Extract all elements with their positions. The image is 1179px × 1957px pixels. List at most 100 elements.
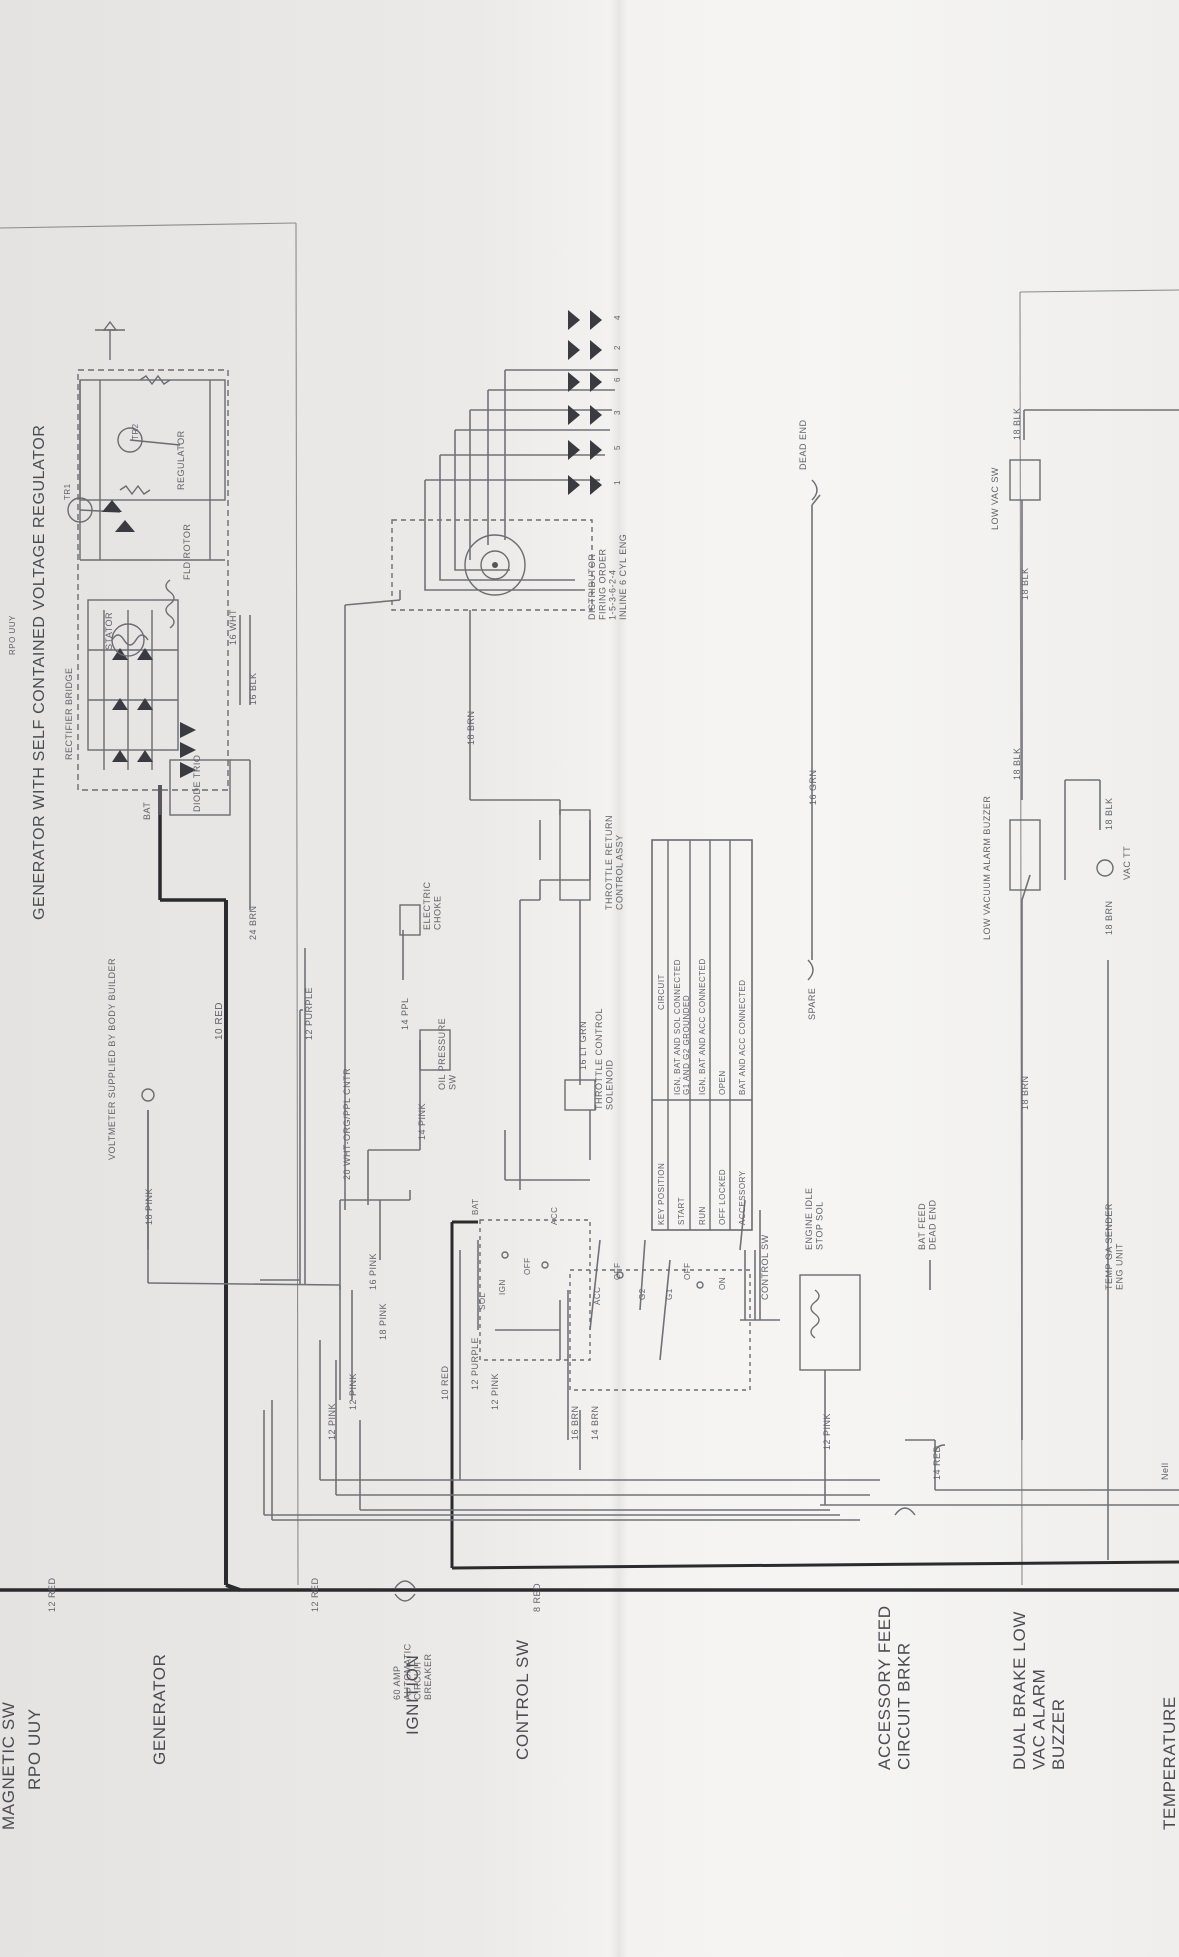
wire-labels: 12 RED 12 RED 8 RED 10 RED 10 RED 24 BRN… [47,407,1114,1612]
tr2-label: TR2 [131,423,140,440]
engine-idle-label: ENGINE IDLESTOP SOL [804,1187,824,1250]
switch-label-off2: OFF [613,1263,622,1281]
plug-number-1: 1 [613,480,622,485]
voltmeter-icon [141,1088,155,1102]
wire-16-blk: 16 BLK [248,672,258,705]
wire-12-pink-d: 12 PINK [822,1413,832,1450]
key-table-text: KEY POSITION CIRCUIT START IGN, BAT AND … [657,958,747,1225]
key-table-header-position: KEY POSITION [657,1163,666,1225]
wire-18-pink-b: 18 PINK [378,1303,388,1340]
switch-label-sol: SOL [478,1292,487,1310]
vac-tt-indicator [1096,859,1114,877]
wire-12-pink-c: 12 PINK [490,1373,500,1410]
wire-runs [147,409,1179,1560]
section-label-generator: GENERATOR [150,1653,169,1765]
plug-number-3: 3 [613,410,622,415]
bat-label: BAT [142,802,152,820]
wire-16-grn: 16 GRN [808,769,818,805]
spark-plug-6 [568,372,602,392]
key-table-row-start: START [677,1197,686,1225]
fld-rotor-label: FLD ROTOR [182,524,192,580]
section-label-top-fragment: MAGNETIC SW [0,1702,18,1830]
temp-sender-label: TEMP GA SENDERENG UNIT [1104,1203,1124,1290]
vac-tt-label: VAC TT [1122,846,1132,880]
plug-number-4: 4 [613,315,622,320]
key-table-row-start-circuit: IGN, BAT AND SOL CONNECTEDG1 AND G2 GROU… [673,959,691,1095]
throttle-return-label: THROTTLE RETURNCONTROL ASSY [604,815,624,910]
section-label-rpo: RPO UUY [25,1708,44,1790]
low-vac-sw-label: LOW VAC SW [990,467,1000,530]
rectifier-label: RECTIFIER BRIDGE [64,667,74,760]
generator-title: GENERATOR WITH SELF CONTAINED VOLTAGE RE… [31,424,48,920]
control-switch [479,1219,751,1391]
distributor-label: DISTRIBUTORFIRING ORDER1-5-3-6-2-4INLINE… [587,534,628,620]
stator-label: STATOR [104,612,114,650]
circuit-breaker-arc [394,1593,416,1602]
switch-label-acc: ACC [550,1207,559,1225]
spark-plug-5 [568,440,602,460]
wire-16-lt-grn: 16 LT GRN [578,1021,588,1070]
wire-16-pink: 16 PINK [368,1253,378,1290]
wire-12-red-a: 12 RED [47,1577,57,1612]
plug-numbers: 1 5 3 6 2 4 [613,315,622,485]
wire-8-red: 8 RED [532,1583,542,1612]
diode-trio-label: DIODE TRIO [192,755,202,812]
wire-14-pink: 14 PINK [417,1103,427,1140]
wire-18-pink: 18 PINK [144,1188,154,1225]
wire-12-pink-a: 12 PINK [327,1403,337,1440]
bat-feed-label: BAT FEEDDEAD END [917,1199,937,1250]
spark-plug-3 [568,405,602,425]
throttle-return-control [559,809,591,901]
engine-idle-stop-solenoid [799,1274,861,1371]
circuit-breaker-label: 60 AMPAUTOMATICCIRCUITBREAKER [392,1643,433,1700]
switch-label-off: OFF [523,1258,532,1276]
plug-number-2: 2 [613,345,622,350]
switch-label-acc2: ACC [593,1287,602,1305]
throttle-control-solenoid [564,1079,596,1111]
voltmeter-label: VOLTMETER SUPPLIED BY BODY BUILDER [107,958,117,1160]
generator-regulator-block [67,320,231,816]
wire-24-brn: 24 BRN [248,905,258,940]
wire-12-red-b: 12 RED [310,1577,320,1612]
key-table-row-run: RUN [698,1206,707,1225]
component-labels: VOLTMETER SUPPLIED BY BODY BUILDER OIL P… [107,419,1170,1480]
wire-18-blk-a: 18 BLK [1020,567,1030,600]
wire-10-red-b: 10 RED [440,1365,450,1400]
low-vac-switch [1009,459,1041,501]
switch-label-off3: OFF [683,1263,692,1281]
control-sw-label: CONTROL SW [760,1234,770,1300]
wire-12-purple-b: 12 PURPLE [470,1337,480,1390]
plug-number-5: 5 [613,445,622,450]
section-label-accessory-feed: ACCESSORY FEEDCIRCUIT BRKR [875,1605,914,1770]
switch-label-on: ON [718,1277,727,1290]
wire-18-brn-c: 18 BRN [1104,900,1114,935]
wire-18-blk-b: 18 BLK [1012,407,1022,440]
wire-18-brn-b: 18 BRN [1020,1075,1030,1110]
dead-end-terminal [811,479,818,501]
main-power-bus [0,785,1179,1592]
wire-20-wht-org: 20 WHT-ORG/PPL CNTR [342,1068,352,1180]
throttle-solenoid-label: THROTTLE CONTROLSOLENOID [594,1008,614,1110]
rpo-uuy-tag: RPO UUY [8,615,17,655]
wire-18-blk-d: 18 BLK [1012,747,1022,780]
switch-label-bat: BAT [471,1199,480,1215]
wire-18-brn: 18 BRN [466,710,476,745]
spark-plug-1 [568,475,602,495]
solenoid-coil [810,1289,820,1339]
wire-16-brn: 16 BRN [570,1405,580,1440]
wire-14-brn: 14 BRN [590,1405,600,1440]
key-table-row-off: OFF LOCKED [718,1169,727,1225]
low-vac-buzzer-label: LOW VACUUM ALARM BUZZER [982,796,992,940]
plug-number-6: 6 [613,377,622,382]
wire-14-red: 14 RED [932,1445,942,1480]
accessory-breaker [894,1507,916,1516]
switch-label-g2: G2 [638,1288,647,1300]
oil-pressure-label: OIL PRESSURESW [437,1018,457,1090]
electric-choke [399,904,421,936]
wire-14-ppl: 14 PPL [400,997,410,1030]
section-label-dual-brake: DUAL BRAKE LOWVAC ALARMBUZZER [1010,1611,1068,1770]
left-section-labels: RPO UUY MAGNETIC SW GENERATOR IGNITION C… [0,1605,1179,1830]
section-label-temperature: TEMPERATURE [1160,1696,1179,1830]
